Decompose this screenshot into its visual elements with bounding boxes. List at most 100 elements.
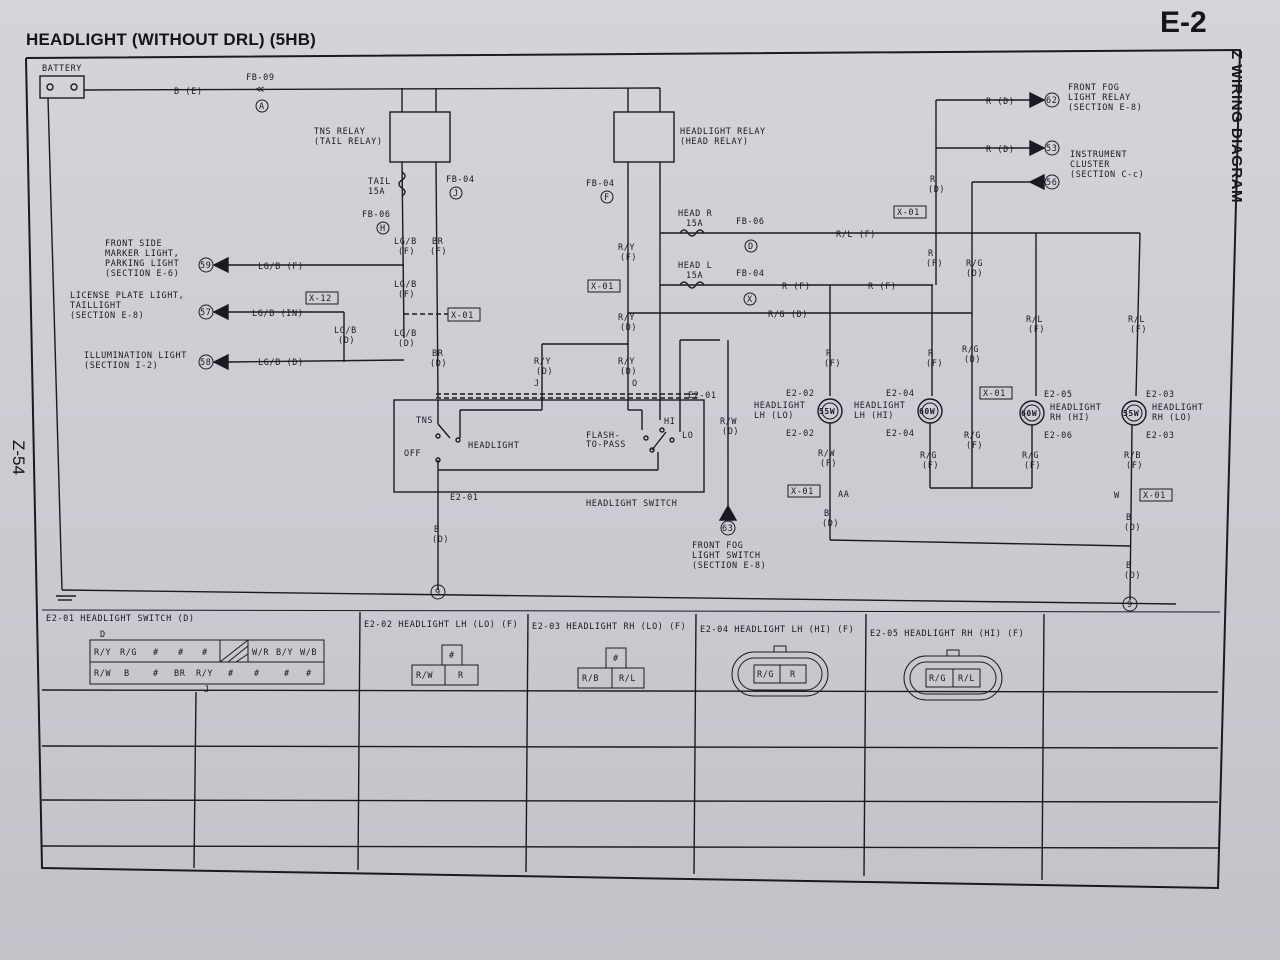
ground-bus [61,589,1177,605]
lamp4-l1: HEADLIGHT [1152,403,1203,413]
conn-56-label: 56 [1046,178,1057,188]
head-r-label: HEAD R [678,209,713,219]
head-r-fuse [679,229,705,237]
fb04-headl-label: FB-04 [736,269,765,279]
connector-table-grid [41,611,1219,881]
lamp-rh-lo: 55W HEADLIGHT RH (LO) E2-03 E2-03 R/L (F… [1121,315,1203,601]
tail-fuse-rating: 15A [368,187,385,197]
head-relay-box [613,111,675,163]
e202-right: R [458,671,464,681]
lamp3-bottom: E2-06 [1044,431,1073,441]
diagram-frame [25,48,1242,890]
conn-aa: AA [838,490,849,500]
conn-f-label: F [604,193,610,203]
fog-switch-l2: LIGHT SWITCH [692,551,761,561]
e204-left: R/G [757,670,774,680]
lamp1-in: R [826,349,832,359]
side-marker-l3: PARKING LIGHT [105,259,179,269]
lamp1-bottom: E2-02 [786,429,815,439]
lamp4-watt: 55W [1123,409,1139,418]
lamp1-watt: 55W [819,407,835,416]
table-e205-title: E2-05 HEADLIGHT RH (HI) (F) [870,629,1024,639]
wire-ry-d: R/Y [618,313,635,323]
illum-wire: LG/B (D) [258,358,304,368]
x01-box-a [447,307,481,322]
ground-9-right [1122,596,1138,612]
wire-r-fa-pos: (F) [926,259,943,269]
wire-rl: R/L (F) [836,230,876,240]
lamp2-bottom: E2-04 [886,429,915,439]
lamp-lh-hi: 60W HEADLIGHT LH (HI) E2-04 E2-04 R (F) … [854,349,943,488]
pin-o: O [632,379,638,389]
lamp-lh-lo: 55W HEADLIGHT LH (LO) E2-02 E2-02 R (F) … [754,349,843,540]
wire-ry-d4: R/Y [618,357,635,367]
side-marker-l2: MARKER LIGHT, [105,249,179,259]
br-wire [435,161,439,399]
cluster-l3: (SECTION C-c) [1070,170,1144,180]
wire-lgb-3-pos: (F) [398,290,415,300]
wire-b-dc: B [824,509,830,519]
ground-symbol [56,595,76,601]
fog-relay-l3: (SECTION E-8) [1068,103,1142,113]
ground-9-right-label: 9 [1127,600,1133,610]
head-relay-label2: (HEAD RELAY) [680,137,749,147]
lamp4-out2: (F) [1126,461,1143,471]
lamp3-top: E2-05 [1044,390,1073,400]
lamp3-l2: RH (HI) [1050,413,1090,423]
e201-r2c5: R/Y [196,669,213,679]
switch-tns: TNS [416,416,433,426]
conn-f [600,190,614,204]
conn-a-label: A [259,102,265,112]
e201-r2c6: # [228,669,234,679]
conn-w: W [1114,491,1120,501]
cluster-l2: CLUSTER [1070,160,1110,170]
head-l-fuse [679,281,705,289]
x12-label: X-12 [309,294,332,304]
pin-j: J [534,379,540,389]
lamp4-l2: RH (LO) [1152,413,1192,423]
fb09-mark: ≪ [255,85,265,95]
conn-h [376,221,390,235]
side-marker-l1: FRONT SIDE [105,239,162,249]
wire-rg-d: R/G (D) [768,310,808,320]
table-e201-title: E2-01 HEADLIGHT SWITCH (D) [46,614,195,624]
lamp2-in2: (F) [926,359,943,369]
lamp1-l2: LH (LO) [754,411,794,421]
fb04-head-label: FB-04 [586,179,615,189]
license-l2: TAILLIGHT [70,301,121,311]
lamp3-l1: HEADLIGHT [1050,403,1101,413]
wire-lgb-d2-pos: (D) [398,339,415,349]
conn-x [743,292,757,306]
headlight-switch-box [393,399,705,493]
wire-rg-fc: R/G [964,431,981,441]
cluster-wire-label: R (D) [986,145,1015,155]
table-divider [41,609,1221,613]
e201-r1c7: W/R [252,648,269,658]
head-l-rating: 15A [686,271,703,281]
load-license: LICENSE PLATE LIGHT, TAILLIGHT (SECTION … [70,291,345,362]
switch-flash2: TO-PASS [586,440,626,450]
switch-hi: HI [664,417,675,427]
wire-b-d-pos: (D) [432,535,449,545]
license-wire: LG/B (IN) [252,309,303,319]
side-label: Z WIRING DIAGRAM [1228,50,1245,203]
lamp2-l1: HEADLIGHT [854,401,905,411]
e203-right: R/L [619,674,636,684]
load-illumination: ILLUMINATION LIGHT (SECTION I-2) 58 LG/B… [84,351,405,371]
conn-a [255,99,269,113]
wire-br-pos: (F) [430,247,447,257]
wire-ry-d3: R/Y [534,357,551,367]
wire-lgb-3: LG/B [394,280,417,290]
e205-left: R/G [929,674,946,684]
wire-b-dd-pos: (D) [1124,523,1141,533]
e202-pinout: # R/W R [411,644,479,686]
tail-fuse-symbol [398,171,406,197]
side-marker-l4: (SECTION E-6) [105,269,179,279]
wire-b-d: B [434,525,440,535]
lamp1-out: R/W [818,449,835,459]
wire-br: BR [432,237,444,247]
cluster-arrow [1029,139,1046,157]
tail-fuse-wire [401,161,405,339]
e201-r2c9: # [306,669,312,679]
tail-fuse-label: TAIL [368,177,391,187]
